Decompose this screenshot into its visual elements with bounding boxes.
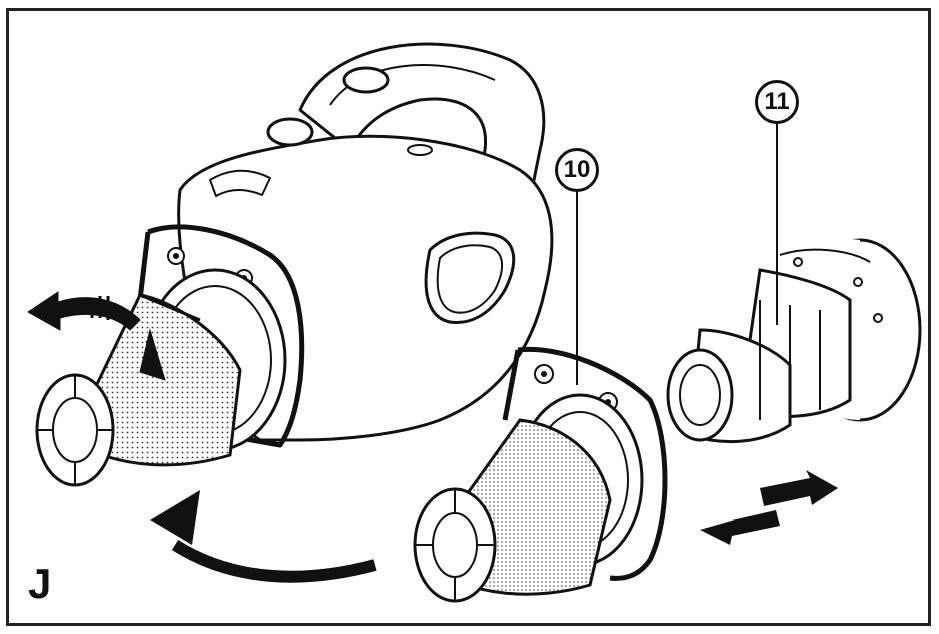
slide-arrows-icon [700, 470, 838, 545]
callout-11: 11 [755, 80, 799, 124]
filter-assembly-10 [413, 346, 668, 603]
filter-cone-left [35, 293, 242, 487]
figure-letter: J [28, 560, 52, 607]
prefilter-11 [666, 238, 922, 443]
rotate-arrow-icon [27, 291, 166, 381]
figure-frame [6, 8, 931, 626]
callout-11-label: 11 [764, 88, 790, 115]
curved-arrow-icon [150, 490, 377, 583]
callout-10-label: 10 [563, 156, 591, 183]
callout-10: 10 [555, 148, 599, 192]
